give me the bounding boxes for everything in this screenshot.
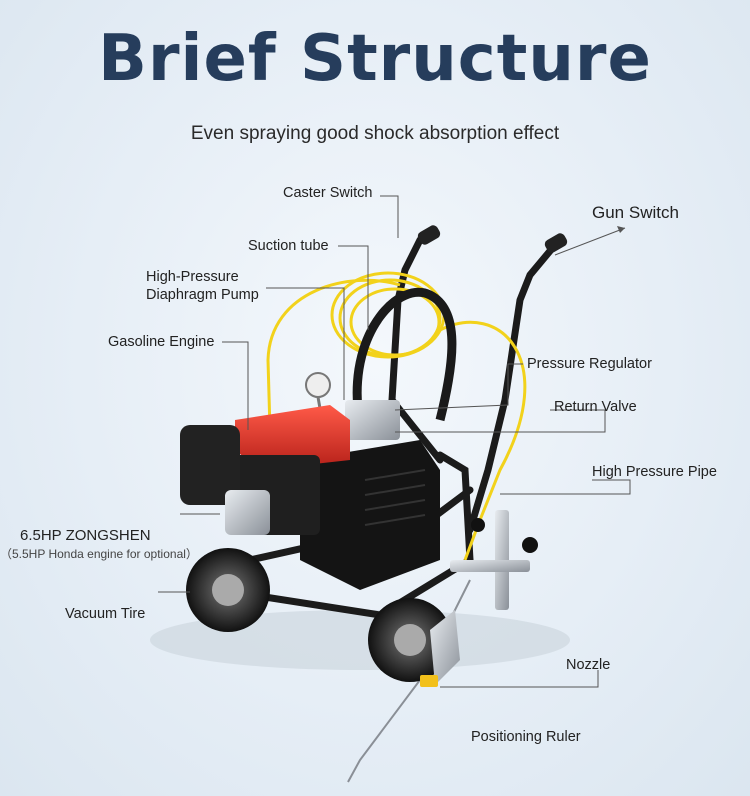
pressure-regulator (345, 400, 400, 440)
callout-leaders (158, 195, 631, 688)
suction-hose (352, 287, 457, 422)
handle-grips (417, 225, 568, 253)
pump-body (300, 440, 440, 590)
gun-bracket (450, 510, 538, 610)
callout-vacuum-tire: Vacuum Tire (65, 606, 146, 622)
pressure-gauge (305, 372, 331, 398)
callout-nozzle: Nozzle (566, 657, 611, 673)
callout-engine-model: 6.5HP ZONGSHEN (20, 527, 151, 544)
engine-fuel-tank (235, 405, 350, 470)
callout-pump-line1: High-Pressure (146, 269, 239, 285)
callout-gasoline-engine: Gasoline Engine (108, 334, 215, 350)
ground-shadow (150, 610, 570, 670)
callout-positioning-ruler: Positioning Ruler (471, 729, 581, 745)
callout-pump-line2: Diaphragm Pump (146, 287, 259, 303)
callout-caster-switch: Caster Switch (283, 185, 373, 201)
engine-recoil (225, 490, 270, 535)
rear-wheel (186, 548, 270, 632)
air-filter (180, 425, 240, 505)
callout-engine-option: （5.5HP Honda engine for optional） (0, 547, 198, 561)
page-title: Brief Structure (98, 22, 652, 96)
front-wheel (368, 598, 452, 682)
spray-nozzle (430, 610, 460, 685)
pump-vents (364, 469, 426, 526)
callout-return-valve: Return Valve (554, 399, 637, 415)
callout-pressure-regulator: Pressure Regulator (527, 356, 652, 372)
callout-suction-tube: Suction tube (248, 238, 329, 254)
callout-high-pressure-pipe: High Pressure Pipe (592, 464, 717, 480)
nozzle-tip (420, 675, 438, 687)
callout-gun-switch: Gun Switch (592, 203, 679, 222)
page-subtitle: Even spraying good shock absorption effe… (190, 123, 560, 144)
